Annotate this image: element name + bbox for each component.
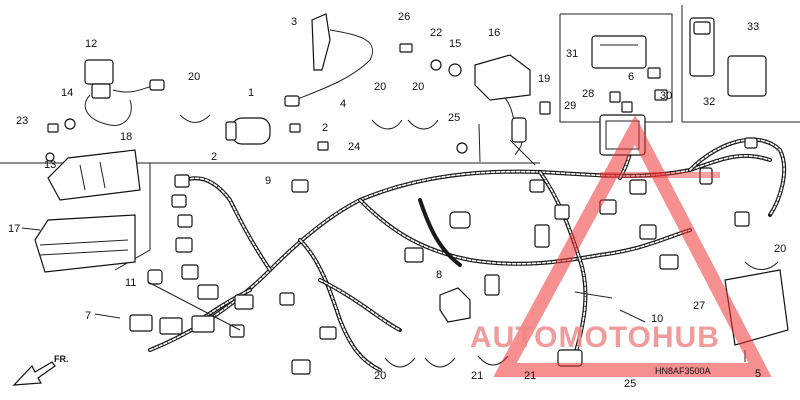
callout-10: 10 xyxy=(651,313,663,325)
part-18-cover xyxy=(47,149,141,201)
callout-2a: 2 xyxy=(322,122,328,134)
part-31-fuse-box xyxy=(591,35,647,69)
callout-19: 19 xyxy=(538,73,550,85)
callout-25b: 25 xyxy=(624,378,636,390)
callout-3: 3 xyxy=(291,16,297,28)
fasteners xyxy=(45,43,668,162)
callout-4: 4 xyxy=(340,98,346,110)
callout-29: 29 xyxy=(564,100,576,112)
part-17-control-unit xyxy=(34,214,136,273)
small-parts xyxy=(147,179,471,323)
callout-27: 27 xyxy=(693,300,705,312)
callout-21a: 21 xyxy=(471,370,483,382)
callout-20a: 20 xyxy=(188,71,200,83)
harness-connectors xyxy=(129,137,758,375)
front-arrow-label: FR. xyxy=(54,354,69,364)
callout-22: 22 xyxy=(430,27,442,39)
callout-28: 28 xyxy=(582,88,594,100)
callout-17: 17 xyxy=(8,223,20,235)
callout-2b: 2 xyxy=(211,151,217,163)
callout-18: 18 xyxy=(120,131,132,143)
front-arrow: FR. xyxy=(12,354,69,386)
callout-labels: 1 2 2 3 4 5 6 7 8 9 10 11 12 13 14 15 16… xyxy=(8,11,786,390)
callout-23: 23 xyxy=(16,115,28,127)
callout-26: 26 xyxy=(398,11,410,23)
callout-20e: 20 xyxy=(774,243,786,255)
callout-14: 14 xyxy=(61,87,73,99)
callout-15: 15 xyxy=(449,38,461,50)
watermark-text: AUTOMOTOHUB xyxy=(470,321,720,354)
callout-11: 11 xyxy=(125,277,136,289)
callout-8: 8 xyxy=(436,269,442,281)
watermark-triangle xyxy=(493,115,772,377)
callout-25a: 25 xyxy=(448,112,460,124)
callout-9: 9 xyxy=(265,175,271,187)
callout-13: 13 xyxy=(44,159,56,171)
diagram-code: HN8AF3500A xyxy=(655,366,711,376)
callout-16: 16 xyxy=(488,27,500,39)
callout-24: 24 xyxy=(348,141,360,153)
callout-21b: 21 xyxy=(524,370,536,382)
part-3-4-plug-wire xyxy=(284,13,373,107)
callout-33: 33 xyxy=(747,21,759,33)
callout-32: 32 xyxy=(703,96,715,108)
part-32-connector xyxy=(689,17,715,77)
part-12-relay xyxy=(84,59,165,126)
callout-31: 31 xyxy=(566,48,578,60)
callout-30: 30 xyxy=(660,90,672,102)
callout-20b: 20 xyxy=(374,81,386,93)
callout-7: 7 xyxy=(85,310,91,322)
callout-20d: 20 xyxy=(374,370,386,382)
callout-6: 6 xyxy=(628,71,634,83)
callout-1: 1 xyxy=(248,87,254,99)
callout-12: 12 xyxy=(85,38,97,50)
part-16-module xyxy=(474,54,531,156)
callout-20c: 20 xyxy=(412,81,424,93)
part-33-cover xyxy=(727,55,767,97)
callout-5: 5 xyxy=(755,368,761,380)
part-1-component xyxy=(225,117,271,145)
